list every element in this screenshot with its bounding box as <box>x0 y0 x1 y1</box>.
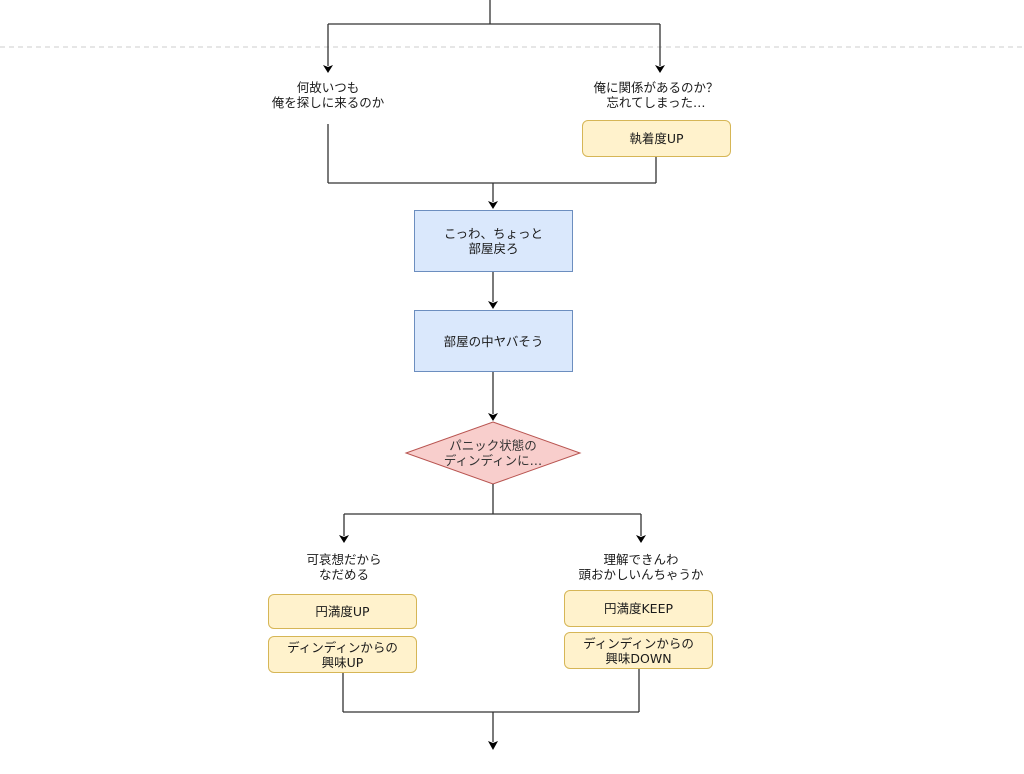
branch-left-label[interactable]: 何故いつも 俺を探しに来るのか <box>271 80 385 110</box>
choice-soothe-label[interactable]: 可哀想だから なだめる <box>306 552 382 582</box>
interest-down-note[interactable]: ディンディンからの 興味DOWN <box>564 632 713 669</box>
process-scared-box[interactable]: こっわ、ちょっと 部屋戻ろ <box>414 210 573 272</box>
edge-decision-split <box>343 484 642 536</box>
arrowhead <box>323 65 333 73</box>
arrowhead <box>488 413 498 421</box>
harmony-up-note[interactable]: 円満度UP <box>268 594 417 629</box>
arrowhead <box>636 535 646 543</box>
attachment-up-note[interactable]: 執着度UP <box>582 120 731 157</box>
arrowhead <box>488 301 498 309</box>
arrowhead <box>339 535 349 543</box>
branch-right-label[interactable]: 俺に関係があるのか？ 忘れてしまった… <box>593 80 719 110</box>
arrowhead <box>488 201 498 209</box>
decision-panic-label: パニック状態の ディンディンに… <box>443 438 543 468</box>
arrowhead <box>488 741 498 750</box>
edge-top-to-right-label <box>655 24 665 73</box>
process-room-box[interactable]: 部屋の中ヤバそう <box>414 310 573 372</box>
harmony-keep-note[interactable]: 円満度KEEP <box>564 590 713 627</box>
choice-confused-label[interactable]: 理解できんわ 頭おかしいんちゃうか <box>578 552 704 582</box>
edge-bottom-merge <box>342 669 640 742</box>
edge-top-to-left-label <box>323 24 333 73</box>
arrowhead <box>655 65 665 73</box>
interest-up-note[interactable]: ディンディンからの 興味UP <box>268 636 417 673</box>
edge-top-split <box>328 0 660 25</box>
edge-merge-to-scared <box>327 124 657 202</box>
